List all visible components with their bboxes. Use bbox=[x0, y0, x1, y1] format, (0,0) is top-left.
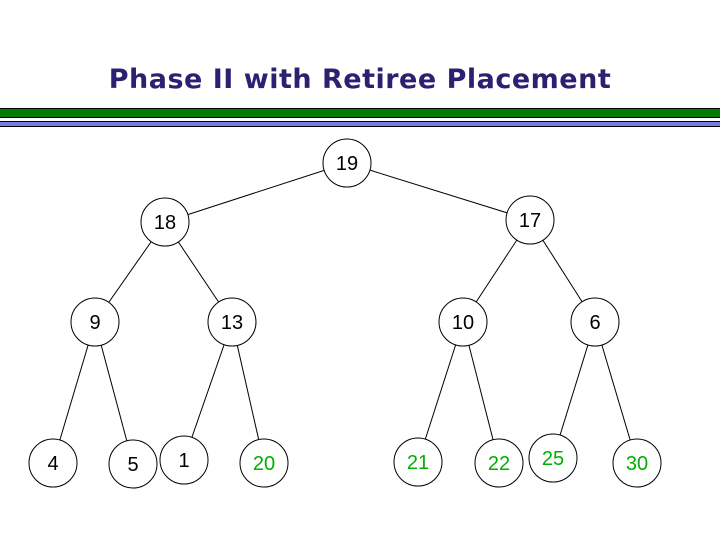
tree-node-label: 25 bbox=[542, 448, 564, 470]
tree-node-circle bbox=[393, 437, 443, 487]
tree-node-circle bbox=[528, 433, 578, 483]
tree-node-circle bbox=[570, 297, 620, 347]
tree-node: 1 bbox=[159, 435, 209, 485]
tree-node-circle bbox=[322, 138, 372, 188]
divider-top-bar bbox=[0, 108, 720, 118]
tree-edge bbox=[164, 162, 348, 223]
tree-node-label: 18 bbox=[154, 212, 176, 234]
tree-node-label: 1 bbox=[178, 450, 189, 472]
tree-node: 6 bbox=[570, 297, 620, 347]
tree-node: 5 bbox=[108, 439, 158, 489]
tree-node: 10 bbox=[438, 297, 488, 347]
tree-edge bbox=[417, 321, 464, 463]
tree-node-label: 17 bbox=[519, 210, 541, 232]
tree-node-circle bbox=[612, 438, 662, 488]
tree-edge bbox=[594, 321, 638, 464]
tree-node: 18 bbox=[140, 197, 190, 247]
tree-node-label: 6 bbox=[589, 312, 600, 334]
tree-node-circle bbox=[239, 438, 289, 488]
tree-node: 20 bbox=[239, 438, 289, 488]
tree-node-label: 21 bbox=[407, 452, 429, 474]
tree-node: 17 bbox=[505, 195, 555, 245]
tree-node: 30 bbox=[612, 438, 662, 488]
tree-node: 25 bbox=[528, 433, 578, 483]
tree-node-circle bbox=[474, 438, 524, 488]
tree-node-label: 30 bbox=[626, 453, 648, 475]
tree-node: 4 bbox=[28, 438, 78, 488]
tree-node-circle bbox=[70, 297, 120, 347]
tree-node-circle bbox=[108, 439, 158, 489]
tree-node-circle bbox=[438, 297, 488, 347]
tree-node: 19 bbox=[322, 138, 372, 188]
tree-node-circle bbox=[207, 297, 257, 347]
tree-node: 21 bbox=[393, 437, 443, 487]
slide-title: Phase II with Retiree Placement bbox=[108, 64, 612, 95]
tree-node-label: 22 bbox=[488, 453, 510, 475]
tree-node-circle bbox=[159, 435, 209, 485]
tree-node-label: 19 bbox=[336, 153, 358, 175]
tree-node-circle bbox=[505, 195, 555, 245]
tree-node-label: 5 bbox=[127, 454, 138, 476]
divider-bottom-bar bbox=[0, 121, 720, 127]
tree-edge bbox=[346, 162, 531, 221]
tree-edge bbox=[52, 321, 96, 464]
tree-node-circle bbox=[28, 438, 78, 488]
tree-node-label: 20 bbox=[253, 453, 275, 475]
tree-node-label: 9 bbox=[89, 312, 100, 334]
tree-node: 22 bbox=[474, 438, 524, 488]
tree-node-label: 4 bbox=[47, 453, 58, 475]
tree-node: 13 bbox=[207, 297, 257, 347]
tree-node-circle bbox=[140, 197, 190, 247]
tree-node-label: 13 bbox=[221, 312, 243, 334]
tree-node-label: 10 bbox=[452, 312, 474, 334]
tree-node: 9 bbox=[70, 297, 120, 347]
